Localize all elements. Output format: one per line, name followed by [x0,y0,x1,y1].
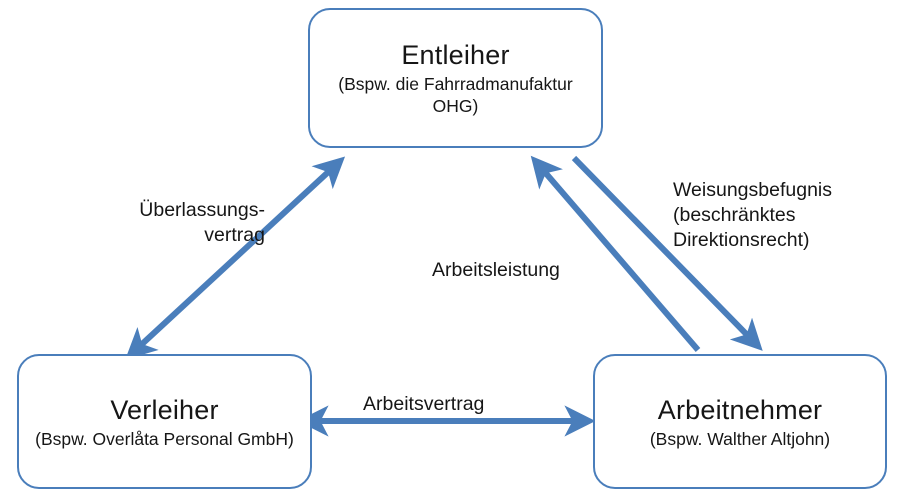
node-entleiher[interactable]: Entleiher (Bspw. die Fahrradmanufaktur O… [308,8,603,148]
node-arbeitnehmer-title: Arbeitnehmer [657,394,823,425]
node-verleiher-subtitle: (Bspw. Overlåta Personal GmbH) [35,428,294,449]
node-arbeitnehmer-subtitle: (Bspw. Walther Altjohn) [649,428,831,449]
node-verleiher-title: Verleiher [110,394,219,425]
node-arbeitnehmer[interactable]: Arbeitnehmer (Bspw. Walther Altjohn) [593,354,887,489]
edge-label-ueberlassungsvertrag: Überlassungs- vertrag [139,199,265,246]
edge-label-arbeitsvertrag: Arbeitsvertrag [363,393,485,415]
node-entleiher-subtitle: (Bspw. die Fahrradmanufaktur OHG) [338,74,573,116]
edge-ueberlassungsvertrag [125,156,346,360]
node-entleiher-title: Entleiher [401,40,510,70]
edge-weisungsbefugnis [571,155,763,351]
edge-label-arbeitsleistung: Arbeitsleistung [432,259,560,281]
edge-label-weisungsbefugnis: Weisungsbefugnis (beschränktes Direktion… [673,179,832,251]
node-verleiher[interactable]: Verleiher (Bspw. Overlåta Personal GmbH) [17,354,312,489]
edge-arbeitsleistung [530,155,701,352]
